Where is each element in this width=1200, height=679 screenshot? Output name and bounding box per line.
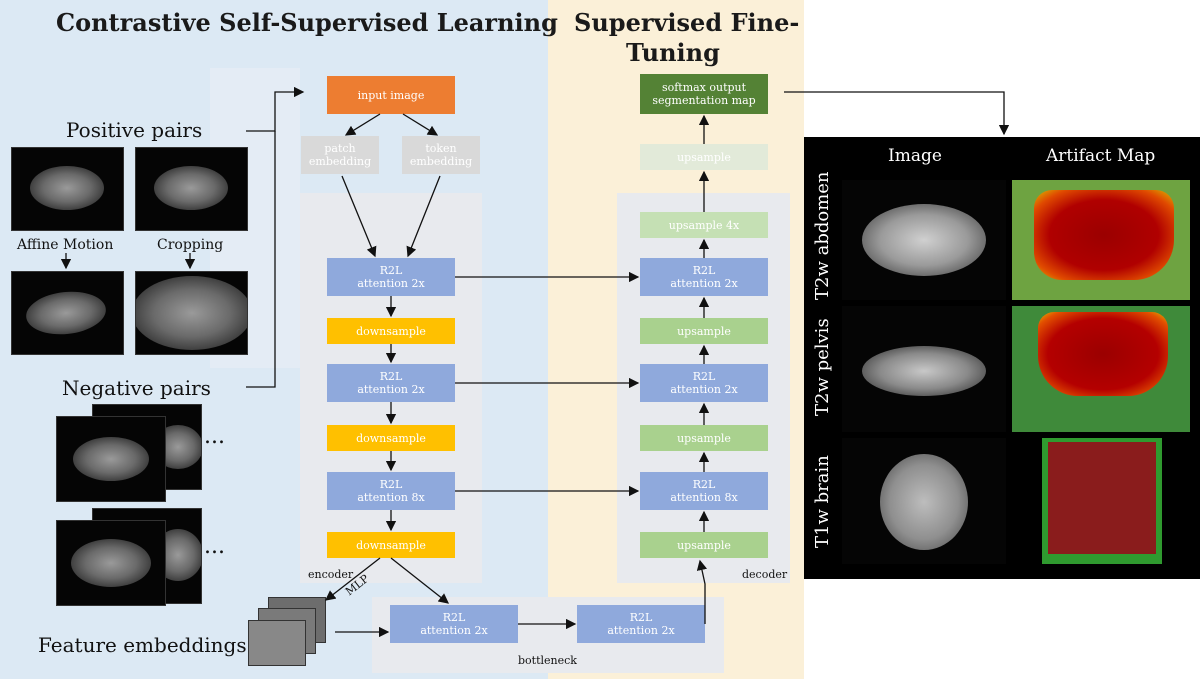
decoder-upsample-2: upsample <box>640 425 768 451</box>
encoder-label: encoder <box>308 568 354 581</box>
positive-pairs-arrow <box>246 86 305 132</box>
bottleneck-label: bottleneck <box>518 654 577 667</box>
artifact-column-header: Artifact Map <box>1046 146 1156 166</box>
output-to-results-arrow <box>784 91 1010 136</box>
decoder-upsample-3: upsample <box>640 532 768 558</box>
positive-scan-affine <box>11 271 124 355</box>
abdomen-artifact-map <box>1012 180 1190 300</box>
ssl-title: Contrastive Self-Supervised Learning <box>56 8 558 37</box>
pelvis-image <box>842 306 1006 432</box>
pelvis-artifact-map <box>1012 306 1190 432</box>
input-to-token-arrow <box>402 113 439 136</box>
ellipsis-2: ... <box>204 534 225 559</box>
image-column-header: Image <box>888 146 942 166</box>
patch-to-attention-arrow <box>341 175 377 258</box>
encoder-downsample-3: downsample <box>327 532 455 558</box>
enc-to-bottleneck-arrow <box>390 557 450 604</box>
embedding-patch-3 <box>248 620 306 666</box>
encoder-downsample-1: downsample <box>327 318 455 344</box>
positive-pairs-label: Positive pairs <box>66 118 203 142</box>
input-image-box: input image <box>327 76 455 114</box>
negative-pairs-label: Negative pairs <box>62 376 211 400</box>
decoder-label: decoder <box>742 568 788 581</box>
positive-scan-cropped <box>135 271 248 355</box>
finetune-title-line1: Supervised Fine- <box>574 8 800 37</box>
decoder-upsample-top: upsample <box>640 144 768 170</box>
brain-artifact-map <box>1042 438 1162 564</box>
affine-motion-label: Affine Motion <box>17 237 114 253</box>
encoder-downsample-2: downsample <box>327 425 455 451</box>
brain-image <box>842 438 1006 564</box>
input-to-patch-arrow <box>344 113 381 136</box>
token-to-attention-arrow <box>406 175 441 258</box>
positive-scan-original-1 <box>11 147 124 231</box>
cropping-label: Cropping <box>157 237 224 253</box>
negative-scan-front-1 <box>56 416 166 502</box>
decoder-upsample-1: upsample <box>640 318 768 344</box>
mlp-arrow <box>324 557 381 601</box>
bottleneck-to-decoder-arrow <box>696 559 708 624</box>
ellipsis-1: ... <box>204 424 225 449</box>
negative-pairs-connector <box>246 131 276 388</box>
decoder-upsample-4x: upsample 4x <box>640 212 768 238</box>
negative-scan-front-2 <box>56 520 166 606</box>
feature-embeddings-label: Feature embeddings <box>38 633 247 657</box>
abdomen-image <box>842 180 1006 300</box>
finetune-title-line2: Tuning <box>626 38 720 67</box>
positive-scan-original-2 <box>135 147 248 231</box>
